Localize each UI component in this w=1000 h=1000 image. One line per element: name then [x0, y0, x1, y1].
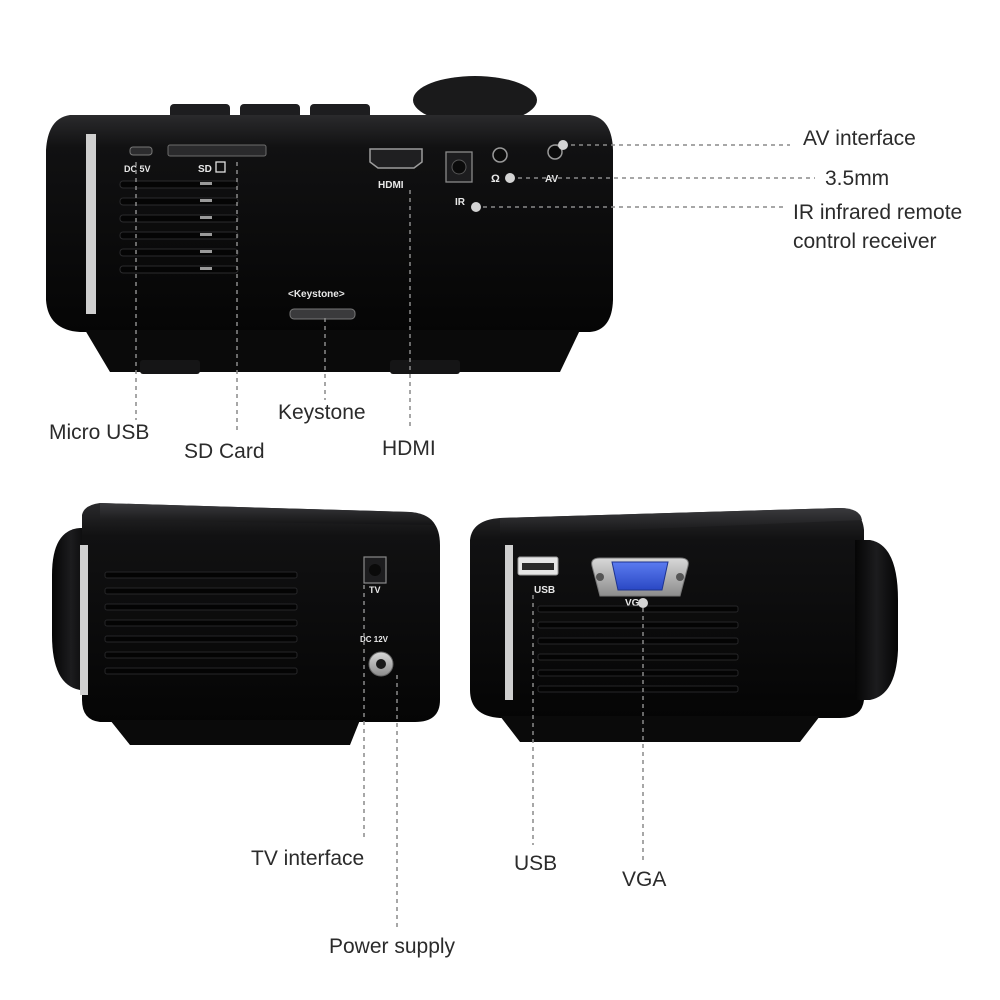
- callout-power-supply: Power supply: [329, 935, 456, 958]
- back-panel-view: DC 5V SD HDMI Ω AV IR <Keyston: [46, 76, 815, 430]
- dc12v-port-text: DC 12V: [360, 635, 389, 644]
- vent-grille-left: [104, 571, 298, 675]
- sd-card-slot: [167, 144, 267, 157]
- ir-port-text: IR: [455, 197, 466, 208]
- leader-lines-right: [532, 595, 644, 860]
- callout-usb: USB: [514, 852, 558, 875]
- callout-ir-line2: control receiver: [793, 230, 937, 253]
- leader-lines-left: [363, 585, 398, 930]
- usb-port-text: USB: [534, 585, 555, 596]
- vent-grille-back: [119, 180, 239, 274]
- keystone-wheel: [289, 308, 356, 320]
- av-port-text: AV: [545, 174, 558, 185]
- left-side-view: TV DC 12V: [52, 503, 440, 930]
- callout-keystone: Keystone: [278, 401, 366, 424]
- dc5v-port-text: DC 5V: [124, 164, 151, 174]
- leader-lines-back: [135, 144, 815, 430]
- chrome-trim: [86, 134, 96, 314]
- callout-micro-usb: Micro USB: [49, 421, 150, 444]
- hdmi-port-text: HDMI: [378, 180, 404, 191]
- sd-port-text: SD: [198, 164, 212, 175]
- callout-vga: VGA: [622, 868, 667, 891]
- vent-grille-right: [537, 605, 739, 693]
- lens-ring-right: [855, 540, 898, 700]
- callout-tv-interface: TV interface: [251, 847, 365, 870]
- hdmi-port: [369, 148, 423, 169]
- callout-av-interface: AV interface: [803, 127, 916, 150]
- callout-hdmi: HDMI: [382, 437, 436, 460]
- callout-sd-card: SD Card: [184, 440, 265, 463]
- headphone-symbol: Ω: [491, 173, 500, 185]
- vga-port-text: VGA: [625, 598, 647, 609]
- callout-ir-line1: IR infrared remote: [793, 201, 963, 224]
- tv-port-text: TV: [369, 585, 381, 595]
- keystone-port-text: <Keystone>: [288, 289, 345, 300]
- headphone-jack: [492, 147, 508, 163]
- right-side-view: USB VGA: [470, 508, 898, 860]
- projector-body-left: [82, 503, 440, 722]
- lens-dome: [413, 76, 537, 124]
- projector-body-right: [470, 508, 864, 718]
- callout-3-5mm: 3.5mm: [825, 167, 890, 190]
- micro-usb-port: [129, 146, 153, 156]
